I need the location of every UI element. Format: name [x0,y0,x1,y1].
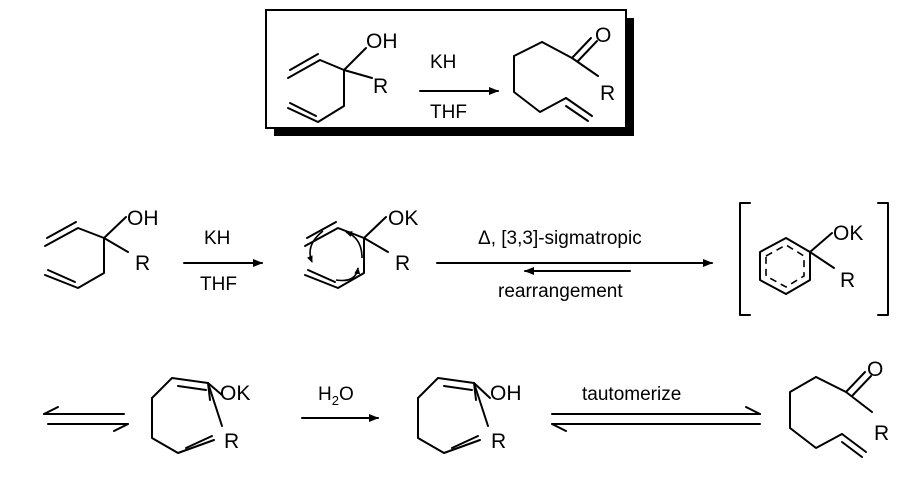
water-o: O [339,384,354,405]
row2-enolate-ok: OK [220,382,250,405]
curly-arrow-3 [345,231,363,259]
row2-enol-r: R [491,430,506,453]
mechanism-row-1: OH R KH THF OK R Δ, [3,3]-sigmat [44,202,889,316]
row2-tautomerize-label: tautomerize [582,384,681,405]
row1-alkoxide-ok: OK [388,207,418,230]
right-bracket [877,202,889,316]
row2-arrow-tautomerize: tautomerize [551,384,761,432]
ts-r: R [840,269,855,292]
row1-reactant-oh: OH [127,207,159,230]
mechanism-row-2: OK R H2O OH R tautomerize [43,358,889,458]
curly-arrow-1 [306,230,324,263]
summary-box: OH R KH THF O R [265,9,634,136]
summary-reactant-oh: OH [366,30,398,53]
summary-reagent-kh: KH [430,52,456,73]
row2-product-o: O [867,358,883,381]
row2-enolate: OK R [151,377,250,454]
summary-reactant-r: R [373,75,388,98]
left-bracket [739,202,751,316]
row2-arrow-water: H2O [301,384,379,422]
water-subscript: 2 [332,393,339,408]
curly-arrow-2 [335,267,361,282]
row2-product: O R [789,358,889,458]
row2-enol: OH R [417,377,522,454]
summary-product-r: R [600,82,615,105]
row1-transition-state: OK R [739,202,889,316]
row1-alkoxide: OK R [304,207,418,289]
ts-ok: OK [833,222,863,245]
summary-product: O R [513,24,615,122]
row1-reactant-r: R [135,252,150,275]
summary-product-o: O [595,24,611,47]
row1-reagent-kh: KH [204,228,230,249]
row2-enol-oh: OH [490,382,522,405]
row2-enolate-r: R [224,430,239,453]
summary-arrow: KH THF [419,52,499,123]
box-frame [265,9,627,129]
row2-product-r: R [874,422,889,445]
row1-rearrangement-label: rearrangement [498,281,623,302]
row1-sigmatropic-label: Δ, [3,3]-sigmatropic [478,228,642,249]
row1-reagent-thf: THF [200,274,237,295]
row1-alkoxide-r: R [395,252,410,275]
summary-reactant: OH R [287,30,398,123]
row1-arrow-kh: KH THF [183,228,263,295]
row2-leading-equilibrium [43,406,129,432]
water-h: H [318,384,332,405]
summary-reagent-thf: THF [430,102,467,123]
row2-reagent-water: H2O [318,384,354,408]
row1-reactant: OH R [44,207,159,289]
row1-arrow-sigmatropic: Δ, [3,3]-sigmatropic rearrangement [436,228,713,302]
